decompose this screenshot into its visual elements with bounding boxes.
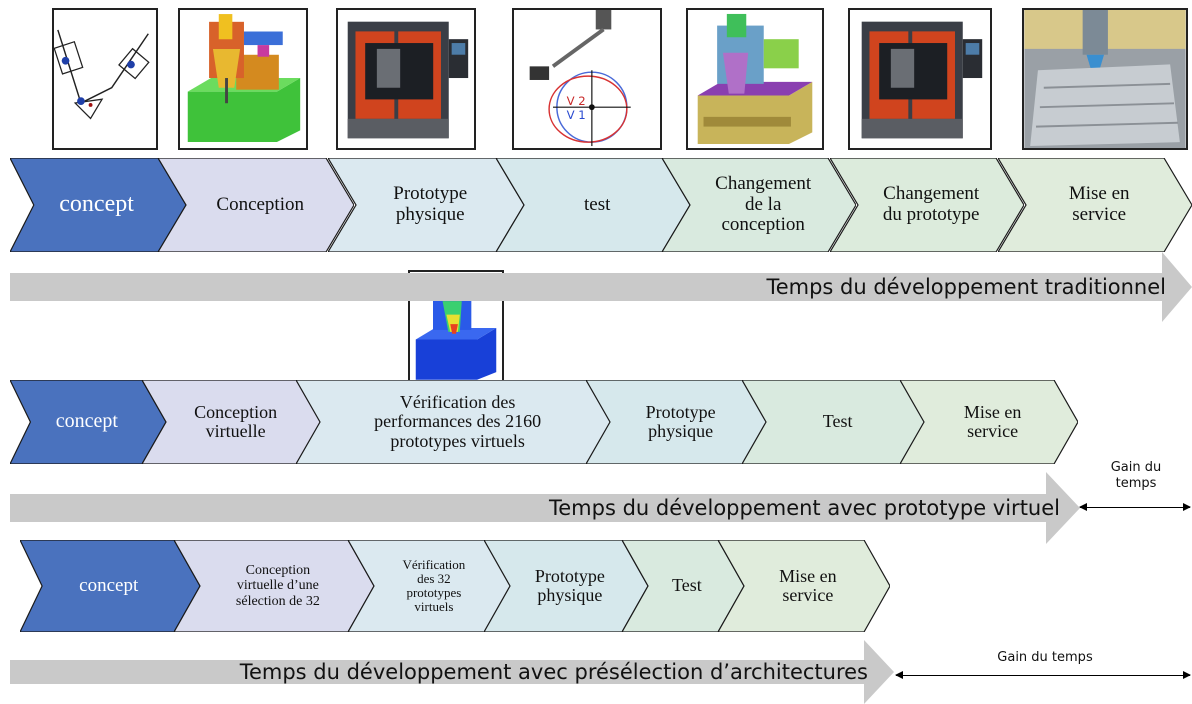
time-gain-label-2: Gain du temps xyxy=(997,650,1093,665)
timeline-arrow-virtual-prototype: Temps du développement avec prototype vi… xyxy=(10,472,1080,544)
process-step-label: Mise en service xyxy=(779,565,837,605)
process-step-label: Mise en service xyxy=(963,401,1022,441)
step-chevron-shape xyxy=(10,380,166,464)
step-chevron-shape xyxy=(348,540,512,632)
process-step-1: concept xyxy=(20,540,200,632)
process-step-2: Conception virtuelle d’une sélection de … xyxy=(174,540,374,632)
cnc-machine-photo-2-image xyxy=(848,8,992,150)
process-step-label: Prototype physique xyxy=(645,401,716,441)
time-gain-dimension-line-1 xyxy=(1079,503,1191,511)
process-step-label: Vérification des performances des 2160 p… xyxy=(374,391,542,451)
step-chevron-shape xyxy=(328,158,524,252)
process-step-6: Mise en service xyxy=(718,540,890,632)
process-step-5: Test xyxy=(742,380,926,464)
process-step-label: concept xyxy=(55,410,118,433)
step-chevron-shape xyxy=(296,380,612,464)
kinematic-sketch-image xyxy=(52,8,158,150)
process-step-6: Changement du prototype xyxy=(830,158,1024,252)
process-step-label: Vérification des 32 prototypes virtuels xyxy=(402,556,466,615)
machined-part-photo-image xyxy=(1022,8,1188,150)
cad-machine-green-icon xyxy=(180,10,306,148)
timeline-arrow-shape xyxy=(10,252,1192,322)
step-chevron-shape xyxy=(158,158,354,252)
step-chevron-shape xyxy=(900,380,1078,464)
process-step-label: Test xyxy=(822,411,853,432)
machined-part-photo-icon xyxy=(1024,10,1186,148)
step-chevron-shape xyxy=(998,158,1192,252)
step-chevron-shape xyxy=(174,540,374,632)
process-step-3: Vérification des performances des 2160 p… xyxy=(296,380,612,464)
cnc-machine-photo-icon xyxy=(851,10,989,148)
timeline-arrow-preselection: Temps du développement avec présélection… xyxy=(10,640,894,704)
process-step-3: Vérification des 32 prototypes virtuels xyxy=(348,540,512,632)
process-step-label: Changement du prototype xyxy=(882,183,980,225)
timeline-label: Temps du développement traditionnel xyxy=(766,275,1166,299)
cad-machine-modified-image xyxy=(686,8,824,150)
step-chevron-shape xyxy=(142,380,322,464)
kinematic-sketch-icon xyxy=(54,29,150,120)
process-step-5: Changement de la conception xyxy=(662,158,856,252)
timeline-label: Temps du développement avec prototype vi… xyxy=(548,496,1060,520)
process-step-label: concept xyxy=(79,574,139,596)
process-step-label: Prototype physique xyxy=(534,565,605,605)
step-chevron-shape xyxy=(622,540,744,632)
process-step-1: concept xyxy=(10,158,186,252)
process-step-2: Conception virtuelle xyxy=(142,380,322,464)
time-gain-label-1: Gain du temps xyxy=(1110,460,1162,492)
timeline-arrow-shape xyxy=(10,640,894,704)
cnc-machine-photo-1-image xyxy=(336,8,476,150)
step-chevron-shape xyxy=(586,380,768,464)
step-chevron-shape xyxy=(496,158,690,252)
timeline-label: Temps du développement avec présélection… xyxy=(239,660,868,684)
process-step-7: Mise en service xyxy=(998,158,1192,252)
step-chevron-shape xyxy=(830,158,1024,252)
process-step-label: Prototype physique xyxy=(393,183,468,225)
step-chevron-shape xyxy=(10,158,186,252)
process-step-label: Changement de la conception xyxy=(715,173,812,236)
process-step-4: test xyxy=(496,158,690,252)
process-step-4: Prototype physique xyxy=(484,540,648,632)
process-step-label: Conception virtuelle xyxy=(194,401,278,441)
cnc-machine-photo-icon xyxy=(338,10,474,148)
process-step-4: Prototype physique xyxy=(586,380,768,464)
timeline-arrow-shape xyxy=(10,472,1080,544)
cad-machine-green-image xyxy=(178,8,308,150)
step-chevron-shape xyxy=(662,158,856,252)
process-step-3: Prototype physique xyxy=(328,158,524,252)
process-step-1: concept xyxy=(10,380,166,464)
step-chevron-shape xyxy=(718,540,890,632)
circular-test-plot-icon: V 2 V 1 xyxy=(514,10,660,148)
process-step-label: Conception virtuelle d’une sélection de … xyxy=(235,563,320,609)
process-step-2: Conception xyxy=(158,158,354,252)
step-chevron-shape xyxy=(484,540,648,632)
time-gain-dimension-line-2 xyxy=(895,671,1191,679)
step-chevron-shape xyxy=(742,380,926,464)
circle-label-v2: V 2 xyxy=(567,94,586,108)
cad-machine-modified-icon xyxy=(688,10,822,148)
process-step-5: Test xyxy=(622,540,744,632)
process-step-6: Mise en service xyxy=(900,380,1078,464)
circular-test-plot-image: V 2 V 1 xyxy=(512,8,662,150)
circle-label-v1: V 1 xyxy=(567,108,586,122)
process-step-label: Mise en service xyxy=(1068,183,1130,225)
timeline-arrow-traditional: Temps du développement traditionnel xyxy=(10,252,1192,322)
process-step-label: Test xyxy=(672,575,702,596)
process-step-label: Conception xyxy=(216,193,304,215)
process-step-label: test xyxy=(584,193,611,215)
process-step-label: concept xyxy=(59,191,134,218)
step-chevron-shape xyxy=(20,540,200,632)
